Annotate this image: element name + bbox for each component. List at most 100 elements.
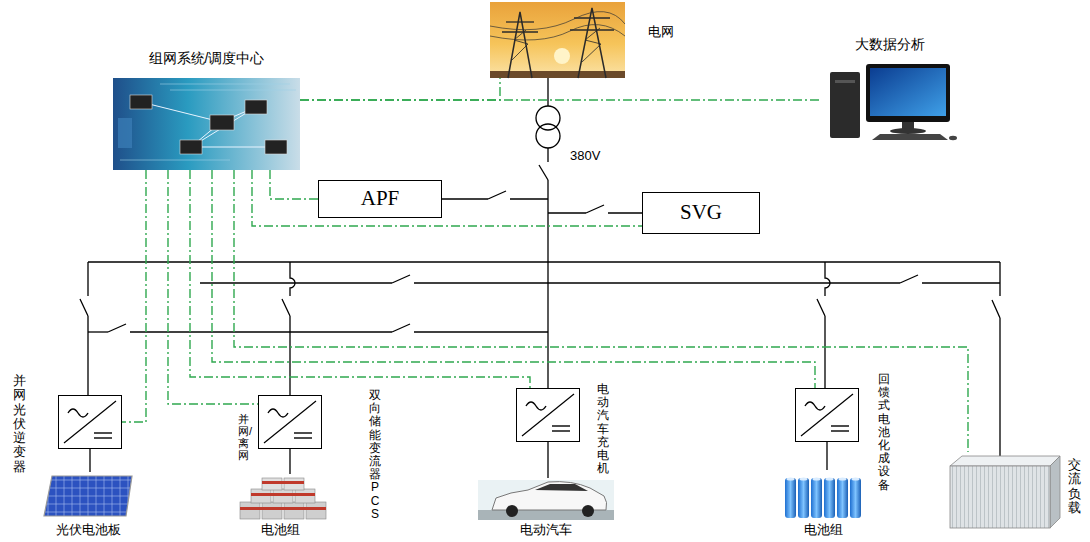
battery-cells-picture bbox=[813, 477, 821, 480]
electric-car-picture bbox=[506, 505, 518, 517]
power-cable bbox=[89, 449, 90, 472]
control-link bbox=[270, 170, 318, 199]
battery-cells-picture bbox=[785, 477, 861, 518]
battery-bank: 电池组 bbox=[235, 474, 325, 540]
single-line-wiring bbox=[414, 331, 548, 332]
single-line-wiring bbox=[539, 165, 548, 180]
grid-label: 电网 bbox=[648, 24, 674, 40]
battery-cells-picture bbox=[839, 477, 847, 480]
single-line-wiring bbox=[922, 282, 1000, 283]
caption: 电池组 bbox=[804, 522, 843, 538]
single-line-wiring bbox=[510, 198, 548, 199]
dispatch-center-picture bbox=[120, 84, 296, 160]
single-line-wiring bbox=[547, 180, 548, 388]
computer-picture bbox=[835, 80, 855, 83]
single-line-wiring bbox=[536, 106, 560, 130]
control-link bbox=[300, 99, 820, 100]
ac-load-picture bbox=[950, 456, 1060, 528]
dispatch-center-picture bbox=[245, 100, 267, 114]
battery-bank-picture bbox=[251, 493, 315, 496]
power-grid-picture bbox=[574, 17, 610, 18]
battery-cells: 电池组 bbox=[778, 470, 868, 540]
box-label: APF bbox=[361, 186, 400, 211]
battery-cells-picture bbox=[811, 478, 822, 518]
power-grid-picture bbox=[490, 2, 625, 78]
single-line-wiring bbox=[392, 324, 410, 332]
ac-load: 交流负载 bbox=[945, 452, 1063, 532]
inverter-symbol bbox=[801, 394, 853, 436]
single-line-wiring bbox=[547, 148, 548, 162]
single-line-wiring bbox=[414, 282, 900, 283]
battery-cells-picture bbox=[787, 477, 795, 480]
big-data-computer: 大数据分析 bbox=[820, 36, 960, 140]
inverter-symbol bbox=[64, 401, 116, 443]
electric-car-picture bbox=[582, 505, 594, 517]
pv-inverter: 并网光伏逆变器 bbox=[58, 395, 122, 449]
power-grid-picture bbox=[502, 31, 538, 32]
dispatch-center-picture bbox=[210, 115, 234, 130]
power-grid-picture bbox=[490, 12, 625, 30]
dispatch-center-picture bbox=[180, 140, 202, 154]
control-link bbox=[190, 170, 530, 388]
ev-charger: 电动汽车充电机 bbox=[516, 388, 580, 442]
dispatch-label: 组网系统/调度中心 bbox=[149, 50, 265, 67]
control-link bbox=[300, 78, 500, 100]
voltage-label: 380V bbox=[570, 148, 600, 164]
battery-bank-picture bbox=[262, 481, 304, 484]
mode-label: 并网/离网 bbox=[238, 413, 249, 461]
caption: 电池组 bbox=[261, 522, 300, 538]
battery-cells-picture bbox=[798, 478, 809, 518]
single-line-wiring bbox=[442, 198, 488, 199]
power-grid-picture bbox=[582, 28, 601, 62]
battery-cells-picture bbox=[826, 477, 834, 480]
battery-cells-picture bbox=[800, 477, 808, 480]
single-line-wiring bbox=[108, 324, 126, 332]
caption: 电动汽车 bbox=[520, 522, 572, 538]
computer-picture bbox=[872, 134, 948, 140]
single-line-wiring bbox=[536, 124, 560, 148]
dispatch-center-picture bbox=[113, 78, 300, 170]
battery-bank-picture bbox=[262, 502, 282, 519]
computer-picture bbox=[830, 64, 957, 140]
apf-box: APF bbox=[318, 180, 442, 218]
battery-cells-picture bbox=[824, 478, 835, 518]
single-line-wiring bbox=[608, 212, 642, 213]
single-line-wiring bbox=[817, 262, 830, 388]
control-link bbox=[212, 170, 815, 388]
single-line-wiring bbox=[282, 262, 295, 395]
inverter-symbol bbox=[522, 394, 574, 436]
battery-bank-picture bbox=[240, 507, 326, 510]
power-grid-picture bbox=[554, 48, 570, 64]
dispatch-center-picture bbox=[118, 118, 132, 148]
pv-panel-picture bbox=[44, 476, 132, 516]
battery-bank-picture bbox=[240, 502, 260, 519]
ac-load-picture bbox=[950, 456, 1060, 466]
computer-picture bbox=[949, 136, 957, 140]
power-grid-picture bbox=[506, 21, 534, 22]
dispatch-center-picture bbox=[265, 140, 287, 154]
vertical-label: 回馈式电池化成设备 bbox=[878, 373, 890, 492]
control-link bbox=[122, 170, 146, 422]
electric-car: 电动汽车 bbox=[476, 478, 616, 540]
pv-panel-picture bbox=[44, 476, 132, 516]
electric-car-picture bbox=[478, 480, 614, 520]
vertical-label: 并网光伏逆变器 bbox=[13, 374, 26, 474]
single-line-wiring bbox=[88, 331, 108, 332]
ac-load-picture bbox=[1050, 456, 1060, 528]
power-grid-picture bbox=[490, 25, 625, 40]
dispatch-center-picture bbox=[130, 95, 152, 109]
vertical-label: 电动汽车充电机 bbox=[597, 383, 609, 475]
caption: 光伏电池板 bbox=[56, 522, 121, 538]
vertical-label: 双向储能变流器PCS bbox=[369, 389, 381, 521]
electric-car-picture bbox=[535, 484, 588, 491]
battery-cells-picture bbox=[837, 478, 848, 518]
power-grid-picture bbox=[490, 2, 625, 78]
single-line-wiring bbox=[992, 262, 1000, 456]
battery-cells-picture bbox=[852, 477, 860, 480]
battery-bank-picture bbox=[284, 502, 304, 519]
single-line-wiring bbox=[88, 261, 1000, 262]
control-link bbox=[168, 170, 258, 404]
